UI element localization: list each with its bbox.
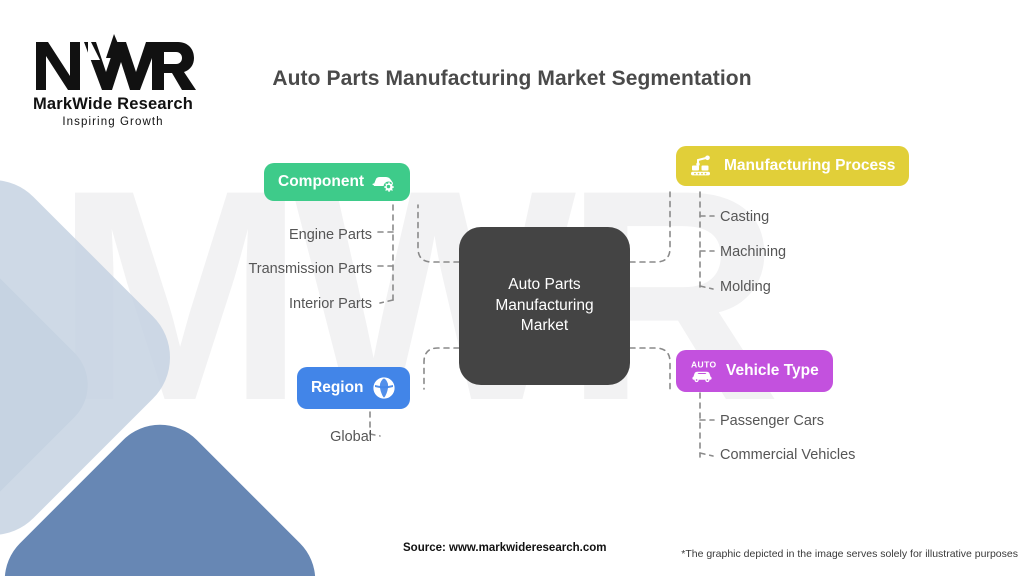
leaf-component-2[interactable]: Interior Parts — [289, 296, 372, 312]
leaf-process-2[interactable]: Molding — [720, 279, 771, 295]
svg-text:AUTO: AUTO — [691, 360, 717, 370]
center-node-line-3: Market — [520, 317, 569, 335]
center-node-line-2: Manufacturing — [495, 296, 594, 314]
center-node-line-1: Auto Parts — [508, 275, 581, 293]
car-gear-icon — [372, 172, 396, 192]
center-node[interactable]: Auto Parts Manufacturing Market — [459, 227, 630, 385]
disclaimer-text: *The graphic depicted in the image serve… — [681, 548, 1018, 560]
branch-node-component[interactable]: Component — [264, 163, 411, 201]
leaf-vehicle-0[interactable]: Passenger Cars — [720, 413, 824, 429]
auto-car-icon: AUTO — [690, 359, 718, 383]
page-title: Auto Parts Manufacturing Market Segmenta… — [272, 67, 752, 90]
branch-node-vehicle-type[interactable]: AUTO Vehicle Type — [676, 350, 833, 392]
branch-label-vehicle-type: Vehicle Type — [726, 362, 819, 379]
branch-label-component: Component — [278, 173, 365, 190]
brand-name: MarkWide Research — [32, 95, 194, 113]
branch-node-manufacturing-process[interactable]: Manufacturing Process — [676, 146, 910, 186]
source-text: Source: www.markwideresearch.com — [403, 542, 607, 554]
mwr-logo-icon — [36, 34, 196, 90]
center-node-label: Auto Parts Manufacturing Market — [495, 275, 593, 337]
leaf-component-0[interactable]: Engine Parts — [288, 227, 372, 243]
branch-node-region[interactable]: Region — [297, 367, 410, 409]
globe-icon — [372, 376, 396, 400]
brand-logo: MarkWide Research Inspiring Growth — [28, 32, 198, 128]
leaf-region-0[interactable]: Global — [330, 429, 372, 445]
branch-label-region: Region — [311, 379, 364, 396]
leaf-process-0[interactable]: Casting — [720, 209, 770, 225]
leaf-vehicle-1[interactable]: Commercial Vehicles — [720, 447, 856, 463]
brand-tagline: Inspiring Growth — [62, 116, 164, 128]
leaf-component-1[interactable]: Transmission Parts — [248, 261, 372, 277]
leaf-process-1[interactable]: Machining — [720, 244, 787, 260]
branch-label-manufacturing-process: Manufacturing Process — [724, 157, 896, 174]
robot-arm-icon — [690, 155, 716, 177]
watermark-text: MWR — [55, 127, 781, 463]
